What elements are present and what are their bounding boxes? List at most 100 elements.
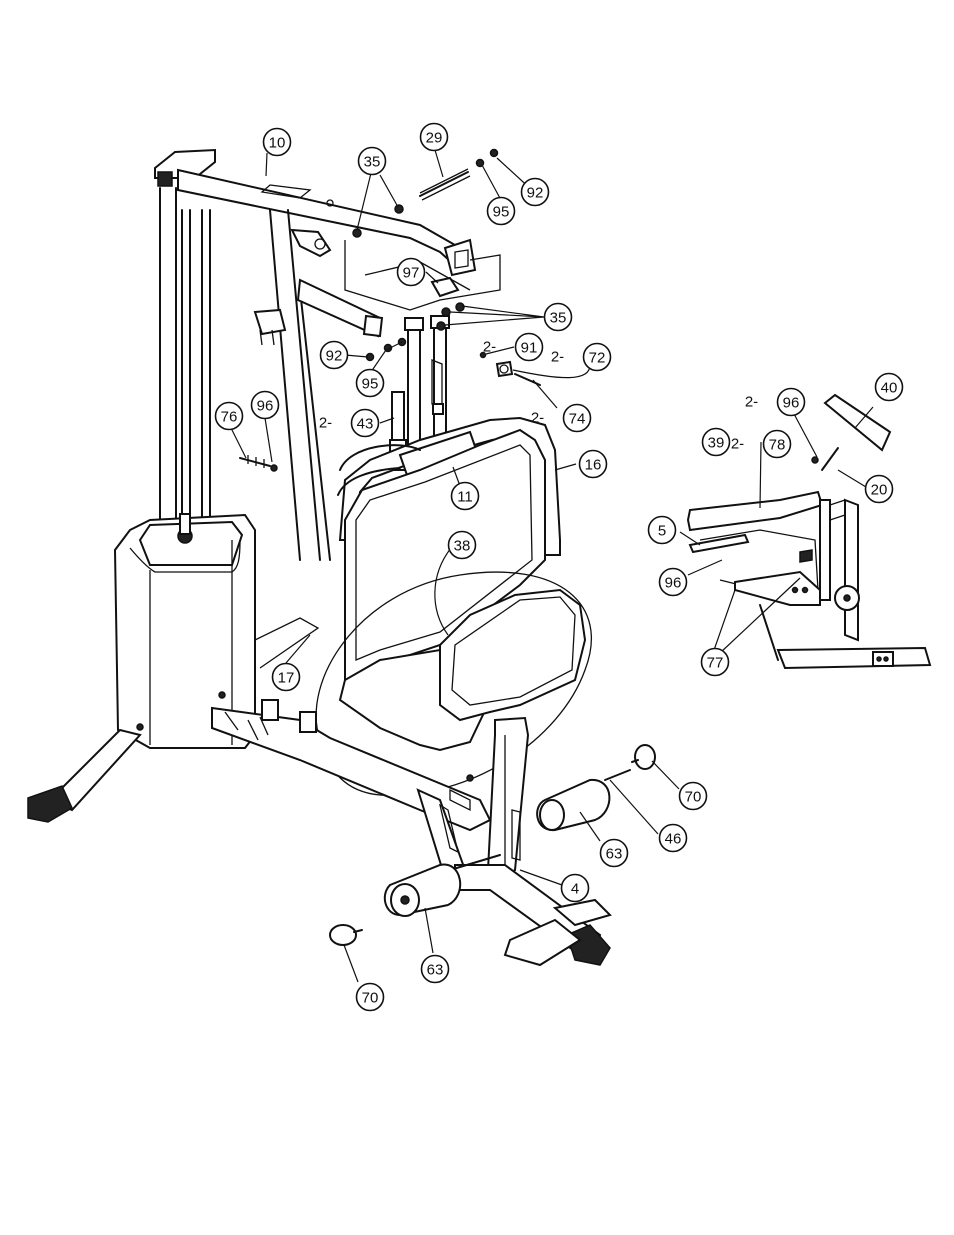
callout-circle [874, 372, 904, 402]
callout-circle [700, 647, 730, 677]
callout-label: 38 [454, 538, 471, 555]
callout-c74: 2- 74 [531, 403, 592, 433]
callout-c95a: 95 [486, 196, 516, 226]
callout-label: 17 [278, 670, 295, 687]
callout-label: 20 [871, 482, 888, 499]
callout-c40: 40 [874, 372, 904, 402]
callout-label: 96 [665, 575, 682, 592]
home-gym-frame [27, 148, 631, 967]
callout-prefix: 2- [531, 410, 544, 427]
callout-circle [520, 177, 550, 207]
callout-c4: 4 [560, 873, 590, 903]
callout-label: 35 [550, 310, 567, 327]
callout-circle [582, 342, 612, 372]
callout-c16: 16 [578, 449, 608, 479]
callout-label: 91 [521, 340, 538, 357]
callout-c92b: 92 [319, 340, 349, 370]
callout-c96c: 96 [658, 567, 688, 597]
callout-label: 39 [708, 435, 725, 452]
part-callouts: 1035299295973592952-912-722-742-43769616… [214, 122, 904, 1012]
callout-circle [447, 530, 477, 560]
seat-detail-inset [686, 393, 932, 670]
callout-c43: 2- 43 [319, 408, 380, 438]
callout-c11: 11 [450, 481, 480, 511]
callout-label: 96 [783, 395, 800, 412]
leader-lines [230, 149, 874, 983]
callout-c63b: 63 [420, 954, 450, 984]
callout-circle [599, 838, 629, 868]
callout-label: 70 [362, 990, 379, 1007]
callout-circle [357, 146, 387, 176]
callout-label: 76 [221, 409, 238, 426]
callout-label: 74 [569, 411, 586, 428]
callout-circle [678, 781, 708, 811]
callout-label: 40 [881, 380, 898, 397]
callout-circle [658, 567, 688, 597]
callout-c17: 17 [271, 662, 301, 692]
callout-c70a: 70 [678, 781, 708, 811]
callout-c20: 20 [864, 474, 894, 504]
callout-prefix: 2- [319, 415, 332, 432]
callout-circle [543, 302, 573, 332]
callout-label: 92 [527, 185, 544, 202]
callout-c38: 38 [447, 530, 477, 560]
callout-label: 70 [685, 789, 702, 806]
callout-circle [214, 401, 244, 431]
hardware-parts [239, 148, 656, 946]
callout-c39: 39 [701, 427, 731, 457]
callout-circle [562, 403, 592, 433]
callout-c97: 97 [396, 257, 426, 287]
callout-label: 46 [665, 831, 682, 848]
callout-prefix: 2- [483, 339, 496, 356]
callout-label: 5 [658, 523, 666, 540]
callout-circle [355, 368, 385, 398]
callout-c5: 5 [647, 515, 677, 545]
callout-label: 63 [427, 962, 444, 979]
callout-label: 92 [326, 348, 343, 365]
callout-c91: 2- 91 [483, 332, 544, 362]
callout-circle [450, 481, 480, 511]
callout-circle [560, 873, 590, 903]
callout-c72: 2-72 [551, 342, 612, 372]
callout-label: 78 [769, 437, 786, 454]
callout-label: 35 [364, 154, 381, 171]
callout-circle [419, 122, 449, 152]
callout-label: 16 [585, 457, 602, 474]
callout-prefix: 2- [745, 394, 758, 411]
callout-circle [262, 127, 292, 157]
callout-label: 4 [571, 881, 579, 898]
callout-circle [350, 408, 380, 438]
callout-circle [486, 196, 516, 226]
callout-label: 63 [606, 846, 623, 863]
callout-c35a: 35 [357, 146, 387, 176]
callout-circle [271, 662, 301, 692]
callout-label: 96 [257, 398, 274, 415]
callout-label: 95 [493, 204, 510, 221]
callout-circle [319, 340, 349, 370]
callout-circle [250, 390, 280, 420]
callout-circle [658, 823, 688, 853]
callout-label: 11 [457, 489, 473, 506]
callout-label: 29 [426, 130, 443, 147]
callout-c92a: 92 [520, 177, 550, 207]
callout-circle [864, 474, 894, 504]
callout-c63a: 63 [599, 838, 629, 868]
callout-c96b: 2- 96 [745, 387, 806, 417]
callout-prefix: 2- [551, 349, 564, 366]
callout-circle [396, 257, 426, 287]
callout-c29: 29 [419, 122, 449, 152]
callout-prefix: 2- [731, 436, 744, 453]
callout-circle [578, 449, 608, 479]
callout-c46: 46 [658, 823, 688, 853]
callout-c78: 2- 78 [731, 429, 792, 459]
callout-circle [776, 387, 806, 417]
callout-circle [647, 515, 677, 545]
callout-label: 77 [707, 655, 724, 672]
callout-c10: 10 [262, 127, 292, 157]
callout-circle [762, 429, 792, 459]
callout-label: 43 [357, 416, 374, 433]
callout-c95b: 95 [355, 368, 385, 398]
callout-circle [355, 982, 385, 1012]
callout-circle [514, 332, 544, 362]
